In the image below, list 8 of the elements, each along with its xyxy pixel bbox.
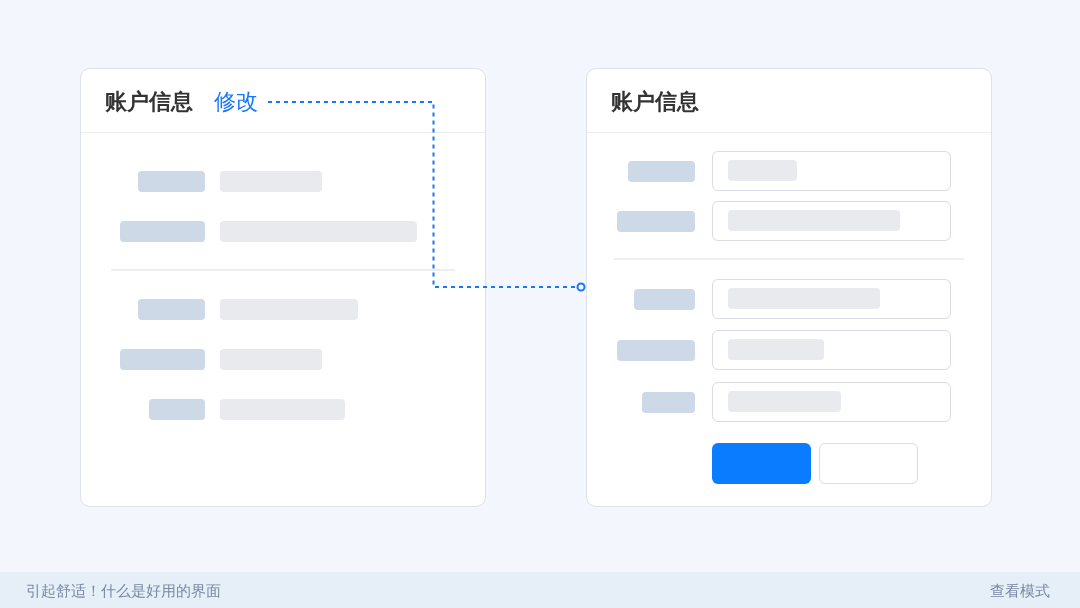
connector-line [267, 101, 586, 292]
footer-text: 查看模式 [990, 582, 1050, 601]
form-card [80, 68, 486, 507]
edit-link: 修改 [214, 87, 258, 117]
card-title: 账户信息 [611, 88, 699, 116]
footer-text: 引起舒适！什么是好用的界面 [26, 582, 221, 601]
card-title: 账户信息 [105, 88, 193, 116]
form-card [586, 68, 992, 507]
